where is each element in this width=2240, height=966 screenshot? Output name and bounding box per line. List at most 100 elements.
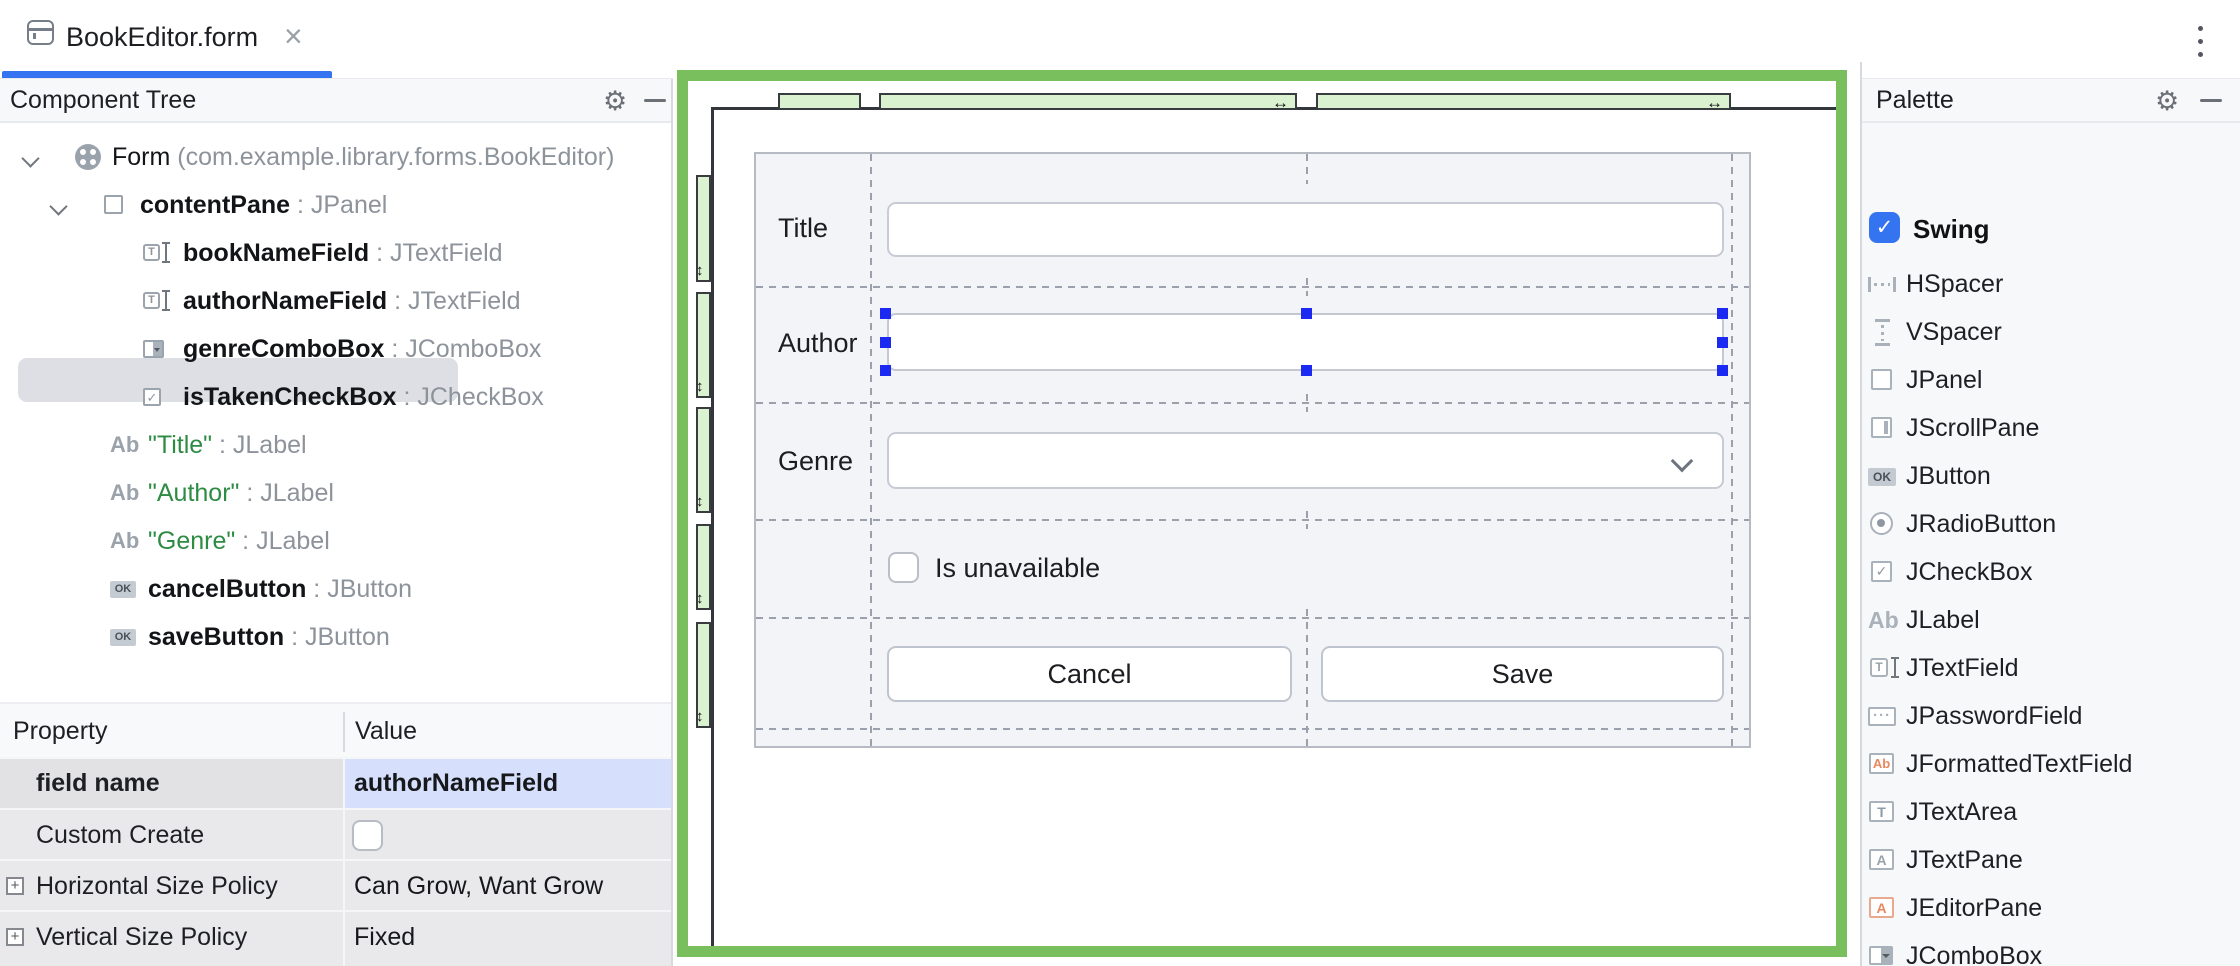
tree-item-istakencheckbox[interactable]: ✓ isTakenCheckBox : JCheckBox	[0, 373, 671, 421]
checked-checkbox-icon[interactable]: ✓	[1869, 212, 1900, 243]
hide-panel-icon[interactable]	[2200, 99, 2222, 102]
property-row-field-name[interactable]: field name authorNameField	[0, 757, 671, 808]
form-icon	[75, 144, 101, 170]
resize-handle[interactable]	[880, 337, 891, 348]
property-cell: Custom Create	[0, 810, 343, 859]
form-file-icon	[27, 20, 54, 45]
property-row-vertical-size-policy[interactable]: + Vertical Size Policy Fixed	[0, 910, 671, 966]
author-label[interactable]: Author	[778, 328, 858, 358]
palette-item-jtextpane[interactable]: A JTextPane	[1862, 836, 2240, 884]
chevron-down-icon[interactable]	[49, 197, 68, 216]
jbutton-icon: OK	[110, 629, 136, 646]
palette-item-jformattedtextfield[interactable]: Ab JFormattedTextField	[1862, 740, 2240, 788]
resize-handle[interactable]	[1301, 308, 1312, 319]
tree-item-authornamefield[interactable]: T authorNameField : JTextField	[0, 277, 671, 325]
title-label[interactable]: Title	[778, 213, 829, 243]
expand-icon[interactable]: +	[6, 928, 24, 946]
tree-item-type: JTextField	[390, 239, 503, 267]
contentpane-design-surface[interactable]: Title Author Genre Is unavailable Cancel	[754, 152, 1751, 748]
resize-handle[interactable]	[1717, 337, 1728, 348]
save-button[interactable]: Save	[1321, 646, 1724, 702]
resize-handle[interactable]	[1301, 365, 1312, 376]
value-cell	[343, 810, 671, 859]
palette-item-jtextfield[interactable]: T JTextField	[1862, 644, 2240, 692]
panel-splitter[interactable]	[671, 79, 673, 966]
hide-panel-icon[interactable]	[644, 99, 666, 102]
palette-group-swing[interactable]: ✓ Swing	[1862, 209, 2240, 255]
jtextpane-icon: A	[1869, 849, 1894, 870]
palette-item-jeditorpane[interactable]: A JEditorPane	[1862, 884, 2240, 932]
tree-item-label: saveButton	[148, 623, 285, 651]
jbutton-icon: OK	[1868, 468, 1896, 486]
tree-item-type: JButton	[304, 623, 390, 651]
palette-item-jcheckbox[interactable]: ✓ JCheckBox	[1862, 548, 2240, 596]
tree-item-genre-label[interactable]: Ab "Genre" : JLabel	[0, 517, 671, 565]
tree-item-type: JLabel	[232, 431, 307, 459]
palette-item-jscrollpane[interactable]: JScrollPane	[1862, 404, 2240, 452]
palette-item-hspacer[interactable]: HSpacer	[1862, 260, 2240, 308]
grid-column-header[interactable]: ↔	[879, 93, 1297, 111]
tree-item-form-root[interactable]: Form (com.example.library.forms.BookEdit…	[0, 133, 671, 181]
cancel-button[interactable]: Cancel	[887, 646, 1292, 702]
value-cell[interactable]: authorNameField	[343, 759, 671, 808]
palette-item-jpanel[interactable]: JPanel	[1862, 356, 2240, 404]
tree-item-label: "Title"	[148, 431, 213, 459]
palette-item-jbutton[interactable]: OK JButton	[1862, 452, 2240, 500]
is-unavailable-checkbox[interactable]	[888, 552, 919, 583]
chevron-down-icon[interactable]	[21, 149, 40, 168]
close-tab-icon[interactable]: ×	[284, 18, 303, 54]
expand-icon[interactable]: +	[6, 877, 24, 895]
tab-bookeditor-form[interactable]: BookEditor.form ×	[0, 0, 332, 78]
grid-row-header[interactable]: ↕	[696, 175, 711, 282]
grid-row-header[interactable]: ↕	[696, 407, 711, 513]
custom-create-checkbox[interactable]	[352, 820, 383, 851]
palette-item-jlabel[interactable]: Ab JLabel	[1862, 596, 2240, 644]
property-cell: + Vertical Size Policy	[0, 912, 343, 966]
jcheckbox-icon: ✓	[143, 388, 161, 406]
tree-item-booknamefield[interactable]: T bookNameField : JTextField	[0, 229, 671, 277]
panel-splitter[interactable]	[1860, 62, 1862, 966]
palette-item-jradiobutton[interactable]: JRadioButton	[1862, 500, 2240, 548]
jlabel-icon: Ab	[1868, 607, 1899, 633]
resize-handle[interactable]	[880, 365, 891, 376]
tree-item-savebutton[interactable]: OK saveButton : JButton	[0, 613, 671, 661]
tree-item-genrecombobox[interactable]: genreComboBox : JComboBox	[0, 325, 671, 373]
value-cell[interactable]: Can Grow, Want Grow	[343, 861, 671, 910]
value-cell[interactable]: Fixed	[343, 912, 671, 966]
genre-combobox[interactable]	[887, 432, 1724, 489]
palette-item-jpasswordfield[interactable]: ··· JPasswordField	[1862, 692, 2240, 740]
tree-item-author-label[interactable]: Ab "Author" : JLabel	[0, 469, 671, 517]
gear-icon[interactable]: ⚙	[2155, 86, 2180, 116]
author-name-textfield-selected[interactable]	[887, 313, 1724, 371]
resize-handle[interactable]	[1717, 365, 1728, 376]
gear-icon[interactable]: ⚙	[603, 86, 628, 116]
property-label: field name	[36, 769, 160, 797]
jscrollpane-icon	[1871, 417, 1892, 438]
grid-row-header[interactable]: ↕	[696, 622, 711, 728]
property-row-horizontal-size-policy[interactable]: + Horizontal Size Policy Can Grow, Want …	[0, 859, 671, 910]
tree-item-contentpane[interactable]: contentPane : JPanel	[0, 181, 671, 229]
jtextfield-icon: T	[1870, 658, 1888, 677]
tree-item-type: JLabel	[260, 479, 334, 507]
palette-item-vspacer[interactable]: VSpacer	[1862, 308, 2240, 356]
more-options-kebab-icon[interactable]	[2191, 22, 2211, 62]
grid-column-header[interactable]	[778, 93, 861, 110]
horizontal-grow-icon: ↔	[1706, 93, 1723, 112]
grid-row-header[interactable]: ↕	[696, 524, 711, 610]
grid-line	[756, 728, 1749, 730]
form-design-canvas[interactable]: ↔ ↔ ↕ ↕ ↕ ↕ ↕	[673, 62, 1860, 966]
resize-handle[interactable]	[880, 308, 891, 319]
tree-item-label: Form	[112, 143, 171, 171]
jradiobutton-icon	[1870, 512, 1893, 535]
tree-item-cancelbutton[interactable]: OK cancelButton : JButton	[0, 565, 671, 613]
property-row-custom-create[interactable]: Custom Create	[0, 808, 671, 859]
grid-row-header[interactable]: ↕	[696, 292, 711, 398]
genre-label[interactable]: Genre	[778, 446, 854, 476]
is-unavailable-label[interactable]: Is unavailable	[935, 553, 1101, 583]
book-name-textfield[interactable]	[887, 202, 1724, 257]
tree-item-title-label[interactable]: Ab "Title" : JLabel	[0, 421, 671, 469]
palette-item-jcombobox[interactable]: JComboBox	[1862, 932, 2240, 966]
resize-handle[interactable]	[1717, 308, 1728, 319]
grid-column-header[interactable]: ↔	[1316, 93, 1731, 112]
palette-item-jtextarea[interactable]: T JTextArea	[1862, 788, 2240, 836]
